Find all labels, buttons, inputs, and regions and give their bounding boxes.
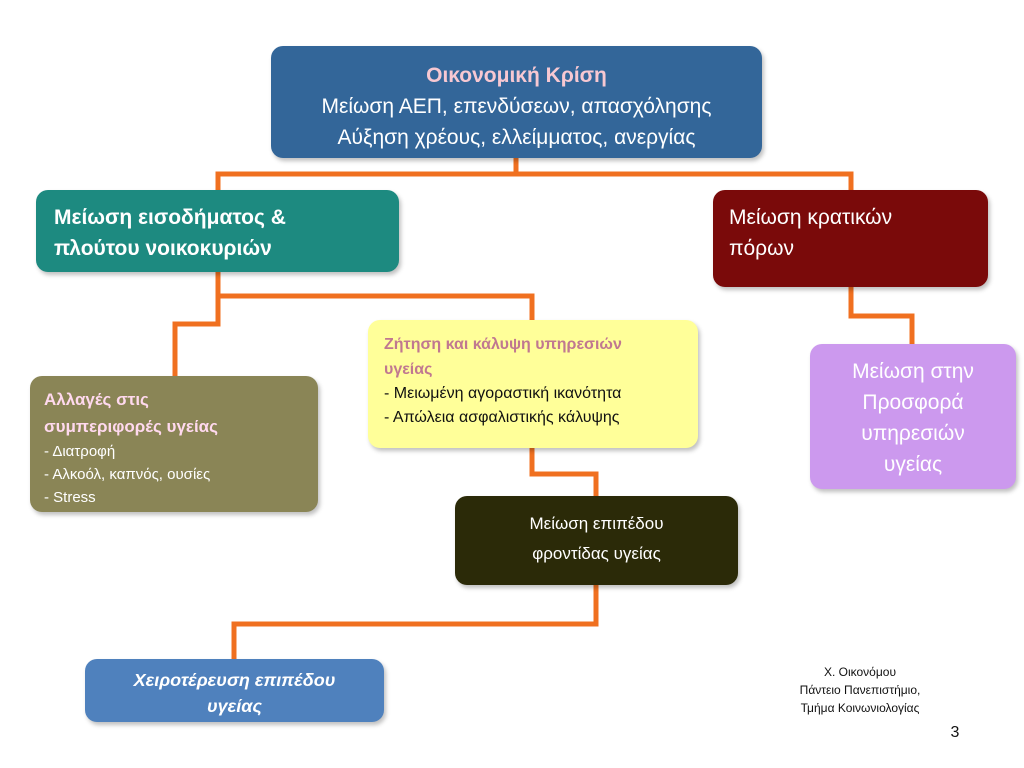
node-care-level: Μείωση επιπέδου φροντίδας υγείας <box>455 496 738 585</box>
state-line-1: Μείωση κρατικών <box>729 206 893 229</box>
state-line-2: πόρων <box>729 237 795 260</box>
crisis-line-2: Μείωση ΑΕΠ, επενδύσεων, απασχόλησης <box>321 95 712 118</box>
author-credit: Χ. Οικονόμου Πάντειο Πανεπιστήμιο, Τμήμα… <box>760 663 960 717</box>
connector-to-behavior <box>172 293 221 379</box>
level-line-1: Μείωση επιπέδου <box>529 514 664 533</box>
node-health-deterioration: Χειροτέρευση επιπέδου υγείας <box>85 659 384 722</box>
behavior-item-1: - Διατροφή <box>44 443 116 460</box>
connector-state-to-supply <box>848 284 915 347</box>
credit-author: Χ. Οικονόμου <box>823 665 897 679</box>
node-economic-crisis: Οικονομική Κρίση Μείωση ΑΕΠ, επενδύσεων,… <box>271 46 762 158</box>
health-line-2: υγείας <box>206 696 262 716</box>
demand-title-line-2: υγείας <box>384 361 433 378</box>
crisis-title: Οικονομική Κρίση <box>426 64 607 87</box>
node-household-income: Μείωση εισοδήματος & πλούτου νοικοκυριών <box>36 190 399 272</box>
node-state-resources: Μείωση κρατικών πόρων <box>713 190 988 287</box>
demand-item-1: - Μειωμένη αγοραστική ικανότητα <box>384 385 622 402</box>
node-health-supply: Μείωση στην Προσφορά υπηρεσιών υγείας <box>810 344 1016 489</box>
supply-line-1: Μείωση στην <box>852 360 974 383</box>
behavior-item-2: - Αλκοόλ, καπνός, ουσίες <box>44 466 211 483</box>
supply-line-2: Προσφορά <box>862 391 964 414</box>
income-line-1: Μείωση εισοδήματος & <box>54 206 286 229</box>
connector-level-to-health <box>231 582 599 662</box>
supply-line-3: υπηρεσιών <box>861 422 965 445</box>
connector-demand-to-level <box>529 445 599 499</box>
behavior-item-3: - Stress <box>44 489 96 506</box>
node-health-demand: Ζήτηση και κάλυψη υπηρεσιών υγείας - Μει… <box>368 320 698 448</box>
health-line-1: Χειροτέρευση επιπέδου <box>133 670 336 690</box>
credit-university: Πάντειο Πανεπιστήμιο, <box>799 683 921 697</box>
income-line-2: πλούτου νοικοκυριών <box>54 237 272 260</box>
supply-line-4: υγείας <box>883 453 943 476</box>
behavior-title-line-2: συμπεριφορές υγείας <box>44 417 218 436</box>
behavior-title-line-1: Αλλαγές στις <box>44 390 149 409</box>
demand-title-line-1: Ζήτηση και κάλυψη υπηρεσιών <box>384 336 622 353</box>
level-line-2: φροντίδας υγείας <box>532 544 661 563</box>
page-number: 3 <box>950 724 960 741</box>
demand-item-2: - Απώλεια ασφαλιστικής κάλυψης <box>384 409 620 426</box>
node-health-behavior: Αλλαγές στις συμπεριφορές υγείας - Διατρ… <box>30 376 318 512</box>
crisis-line-3: Αύξηση χρέους, ελλείμματος, ανεργίας <box>337 126 696 149</box>
credit-department: Τμήμα Κοινωνιολογίας <box>800 701 920 715</box>
